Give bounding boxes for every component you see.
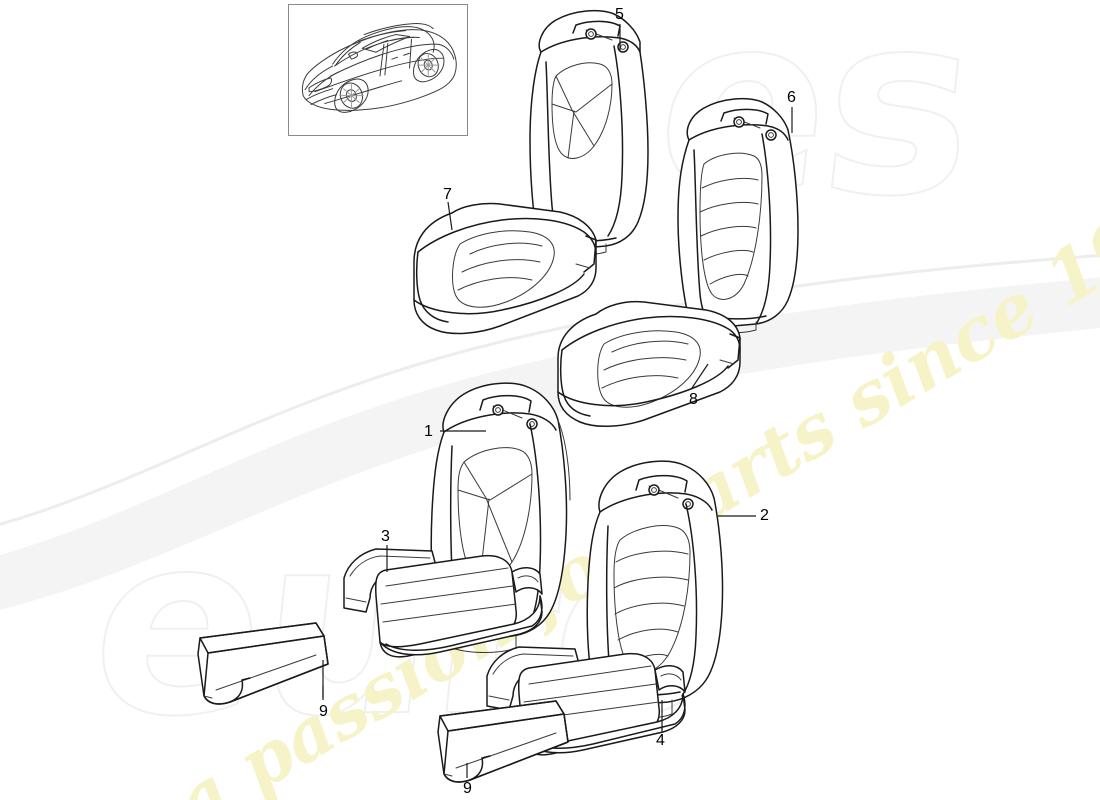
part-9b-seat-pad-front-right [437,700,569,783]
callout-number-5: 5 [615,6,624,23]
part-8-seat-cushion-cover-right [557,300,741,428]
part-3-seat-cushion-foam-left [343,548,543,658]
callout-number-6: 6 [787,89,796,106]
callout-number-1: 1 [424,423,433,440]
part-9a-seat-pad-front-left [197,622,329,705]
callout-number-9-left: 9 [319,703,328,720]
callout-number-9-right: 9 [463,780,472,797]
callout-7-leader [447,201,453,231]
part-6-backrest-foam-right [677,97,799,334]
callout-number-4: 4 [656,732,665,749]
callout-number-7: 7 [443,186,452,203]
vehicle-thumbnail [288,4,468,136]
part-7-seat-cushion-cover-left [413,202,597,335]
part-2-backrest-cover-right [586,460,724,719]
vehicle-thumbnail-drawing [301,22,457,113]
callout-number-2: 2 [760,507,769,524]
callout-8-leader [691,363,709,389]
callout-number-8: 8 [689,391,698,408]
callout-number-3: 3 [381,528,390,545]
